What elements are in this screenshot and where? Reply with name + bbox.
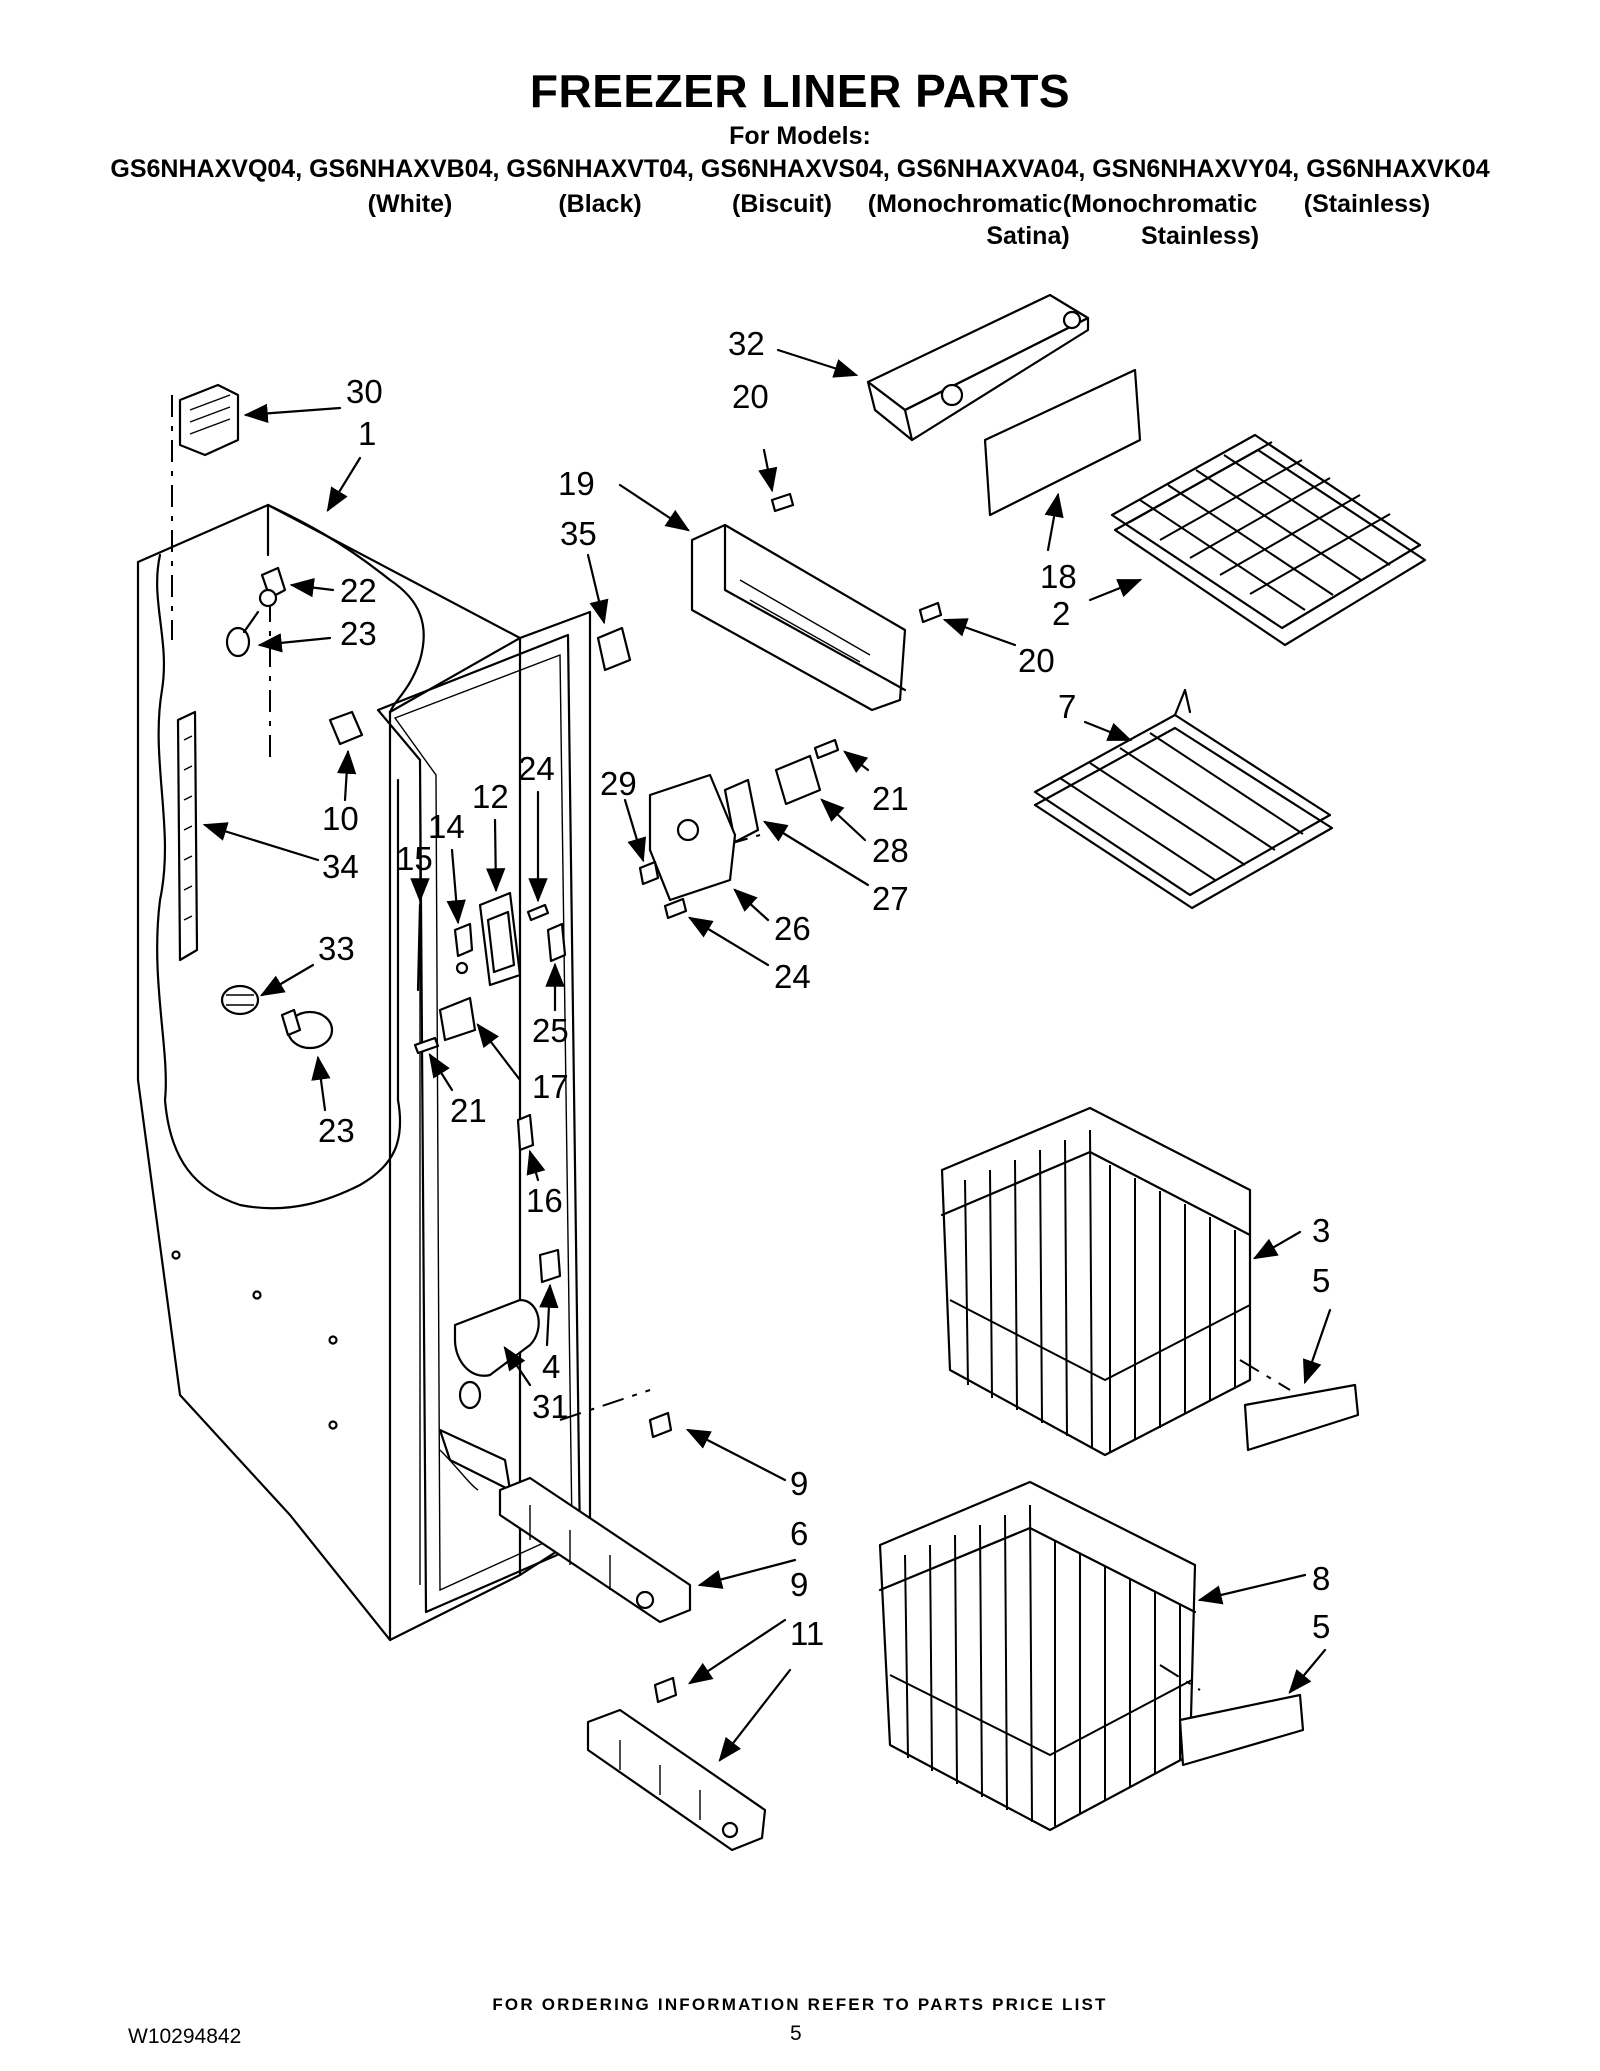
part-12-housing [478, 891, 522, 987]
part-23-bulb-top [225, 610, 260, 658]
part-11-bracket [586, 1708, 767, 1852]
callout-27: 27 [872, 880, 909, 917]
variant-black: (Black) [558, 190, 642, 218]
callout-18: 18 [1040, 558, 1077, 595]
variant-white: (White) [367, 190, 453, 218]
part-21-screw-right [813, 738, 840, 760]
part-5-strip-lower [1178, 1693, 1305, 1767]
model-numbers: GS6NHAXVQ04, GS6NHAXVB04, GS6NHAXVT04, G… [110, 155, 1490, 183]
part-16-switch [516, 1113, 535, 1152]
part-33-lamp-socket [220, 984, 260, 1016]
callout-16: 16 [526, 1182, 563, 1219]
callout-12: 12 [472, 778, 509, 815]
ordering-info-note: FOR ORDERING INFORMATION REFER TO PARTS … [492, 1995, 1108, 2014]
callout-6: 6 [790, 1515, 808, 1552]
part-14-switch [453, 922, 474, 975]
callout-34: 34 [322, 848, 359, 885]
part-23-bulb [280, 1008, 334, 1050]
variant-monochromatic-stainless-line2: Stainless) [1140, 222, 1260, 250]
callout-22: 22 [340, 572, 377, 609]
part-30-clip [178, 383, 240, 457]
page-title: FREEZER LINER PARTS [529, 65, 1071, 117]
callout-5-lower: 5 [1312, 1608, 1330, 1645]
callout-4: 4 [542, 1348, 560, 1385]
part-2-wire-shelf [1110, 433, 1427, 647]
variant-biscuit: (Biscuit) [732, 190, 832, 218]
callout-28: 28 [872, 832, 909, 869]
callout-35: 35 [560, 515, 597, 552]
callout-21-right: 21 [872, 780, 909, 817]
callout-9-lower: 9 [790, 1566, 808, 1603]
part-7-wire-shelf [1033, 688, 1334, 910]
part-5-strip-upper [1243, 1383, 1360, 1452]
part-19-channel [690, 523, 907, 712]
part-25-clip [546, 922, 567, 963]
freezer-liner [136, 503, 592, 1642]
callout-8: 8 [1312, 1560, 1330, 1597]
callout-9-upper: 9 [790, 1465, 808, 1502]
callout-32: 32 [728, 325, 765, 362]
callout-20-right: 20 [1018, 642, 1055, 679]
callout-24-left: 24 [518, 750, 555, 787]
part-9-screw-lower [653, 1676, 678, 1704]
callout-23-upper: 23 [340, 615, 377, 652]
part-28-board [774, 754, 822, 806]
part-20-screw-top [770, 492, 795, 513]
callout-33: 33 [318, 930, 355, 967]
part-18-panel [983, 368, 1142, 517]
callout-15: 15 [396, 840, 433, 877]
part-8-basket [878, 1480, 1197, 1832]
part-35-bracket [596, 626, 632, 672]
part-22-socket [258, 566, 287, 608]
part-10-bracket [328, 710, 364, 746]
part-32-cover [866, 293, 1090, 442]
part-17-board [438, 996, 477, 1042]
part-26-housing [648, 773, 737, 902]
callout-11: 11 [790, 1615, 824, 1652]
callout-31: 31 [532, 1388, 569, 1425]
part-4-screw [538, 1248, 562, 1284]
callout-10: 10 [322, 800, 359, 837]
callout-5-upper: 5 [1312, 1262, 1330, 1299]
callout-24-right: 24 [774, 958, 811, 995]
callout-25: 25 [532, 1012, 569, 1049]
variant-stainless: (Stainless) [1303, 190, 1431, 218]
callout-23-lower: 23 [318, 1112, 355, 1149]
part-34-rail [176, 710, 199, 962]
part-21-screw [413, 1036, 440, 1055]
callout-14: 14 [428, 808, 465, 845]
part-29-knob [638, 860, 660, 886]
part-6-bracket [498, 1476, 692, 1624]
callout-2: 2 [1052, 595, 1070, 632]
callout-3: 3 [1312, 1212, 1330, 1249]
document-number: W10294842 [128, 2025, 242, 2048]
part-24-screw-lower [663, 897, 688, 920]
part-3-basket [940, 1106, 1252, 1457]
callout-numbers: 30 1 22 23 10 34 33 23 15 14 12 24 25 17… [318, 325, 1330, 1652]
variant-monochromatic-satina-line2: Satina) [986, 222, 1070, 250]
callout-29: 29 [600, 765, 637, 802]
part-9-screw-upper [648, 1411, 673, 1439]
callout-26: 26 [774, 910, 811, 947]
part-24-screw [526, 903, 550, 922]
callout-1: 1 [358, 415, 376, 452]
callout-21-left: 21 [450, 1092, 487, 1129]
callout-arrows [202, 348, 1332, 1762]
variant-monochromatic-satina: (Monochromatic [867, 190, 1063, 218]
callout-17: 17 [532, 1068, 569, 1105]
part-31-cover [453, 1298, 540, 1410]
for-models-label: For Models: [729, 122, 871, 150]
variant-monochromatic-stainless: (Monochromatic [1062, 190, 1258, 218]
page-number: 5 [790, 2022, 802, 2045]
callout-20-top: 20 [732, 378, 769, 415]
callout-30: 30 [346, 373, 383, 410]
part-20-screw-right [918, 601, 943, 624]
callout-19: 19 [558, 465, 595, 502]
part-15-pin [416, 903, 422, 992]
callout-7: 7 [1058, 688, 1076, 725]
